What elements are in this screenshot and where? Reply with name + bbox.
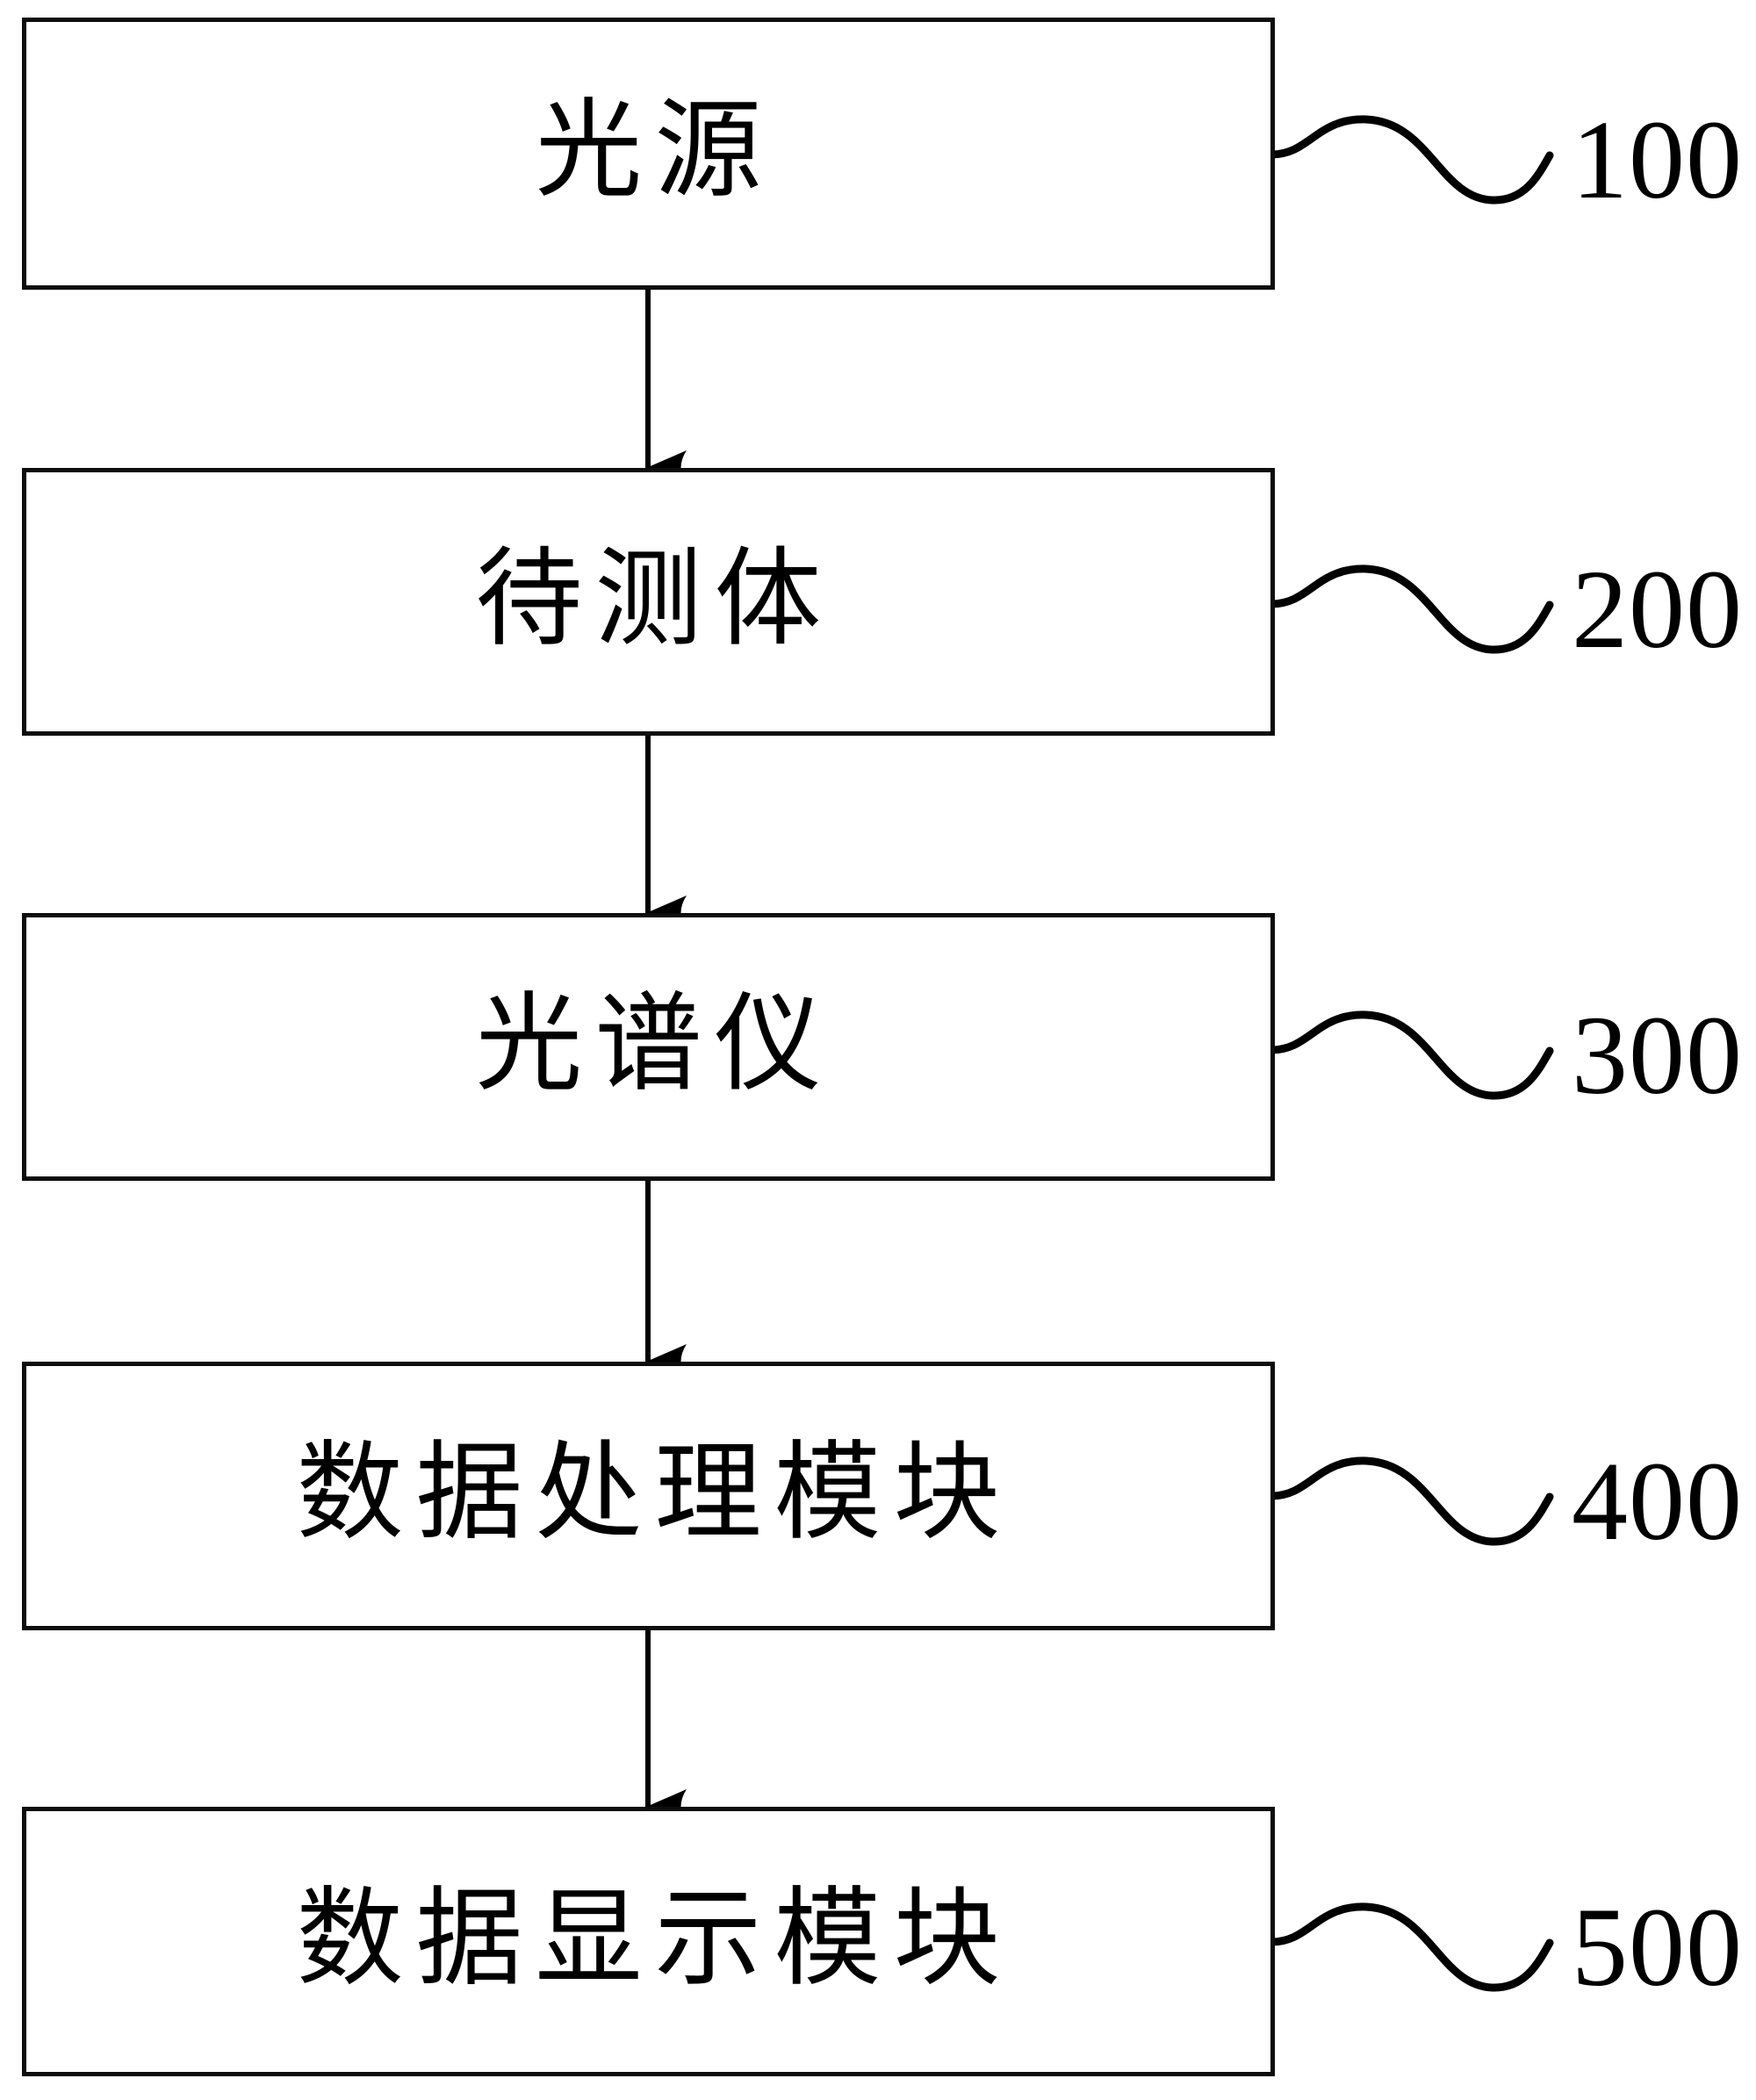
- block-label-sample-under-test: 待测体: [475, 540, 834, 659]
- leader-line-300: [1267, 1010, 1554, 1100]
- block-label-data-processing-module: 数据处理模块: [296, 1435, 1013, 1553]
- reference-leader-lines: [1267, 115, 1554, 1992]
- ref-number-200: 200: [1572, 547, 1743, 672]
- block-label-data-display-module: 数据显示模块: [296, 1880, 1013, 1999]
- block-light-source[interactable]: 光源: [22, 18, 1275, 290]
- ref-number-500: 500: [1572, 1885, 1743, 2010]
- block-label-spectrometer: 光谱仪: [475, 985, 834, 1104]
- block-data-display-module[interactable]: 数据显示模块: [22, 1807, 1275, 2076]
- ref-number-100: 100: [1572, 97, 1743, 222]
- block-spectrometer[interactable]: 光谱仪: [22, 913, 1275, 1181]
- leader-line-400: [1267, 1456, 1554, 1546]
- block-data-processing-module[interactable]: 数据处理模块: [22, 1362, 1275, 1630]
- block-label-light-source: 光源: [535, 92, 774, 211]
- ref-number-400: 400: [1572, 1439, 1743, 1564]
- leader-line-100: [1267, 115, 1554, 205]
- leader-line-200: [1267, 565, 1554, 654]
- leader-line-500: [1267, 1902, 1554, 1992]
- block-sample-under-test[interactable]: 待测体: [22, 468, 1275, 736]
- ref-number-300: 300: [1572, 993, 1743, 1118]
